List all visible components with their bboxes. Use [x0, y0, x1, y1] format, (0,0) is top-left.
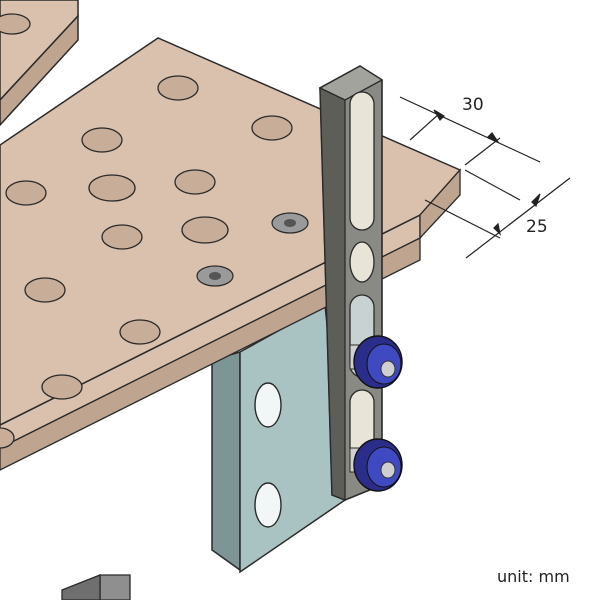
table-holes	[0, 75, 293, 449]
base-block	[61, 574, 131, 600]
hole-icon	[5, 180, 47, 206]
rail-slot	[349, 91, 375, 231]
upper-plate	[0, 0, 79, 127]
knob-lower	[349, 438, 403, 492]
hole-icon	[0, 427, 15, 449]
hole-icon	[0, 13, 31, 35]
hole-icon	[157, 75, 199, 101]
knob-upper	[349, 335, 403, 389]
hole-icon	[101, 224, 143, 250]
dimension-width	[399, 96, 541, 166]
hole-icon	[119, 319, 161, 345]
screw-head-icon	[209, 272, 221, 280]
hole-icon	[88, 174, 136, 202]
hole-icon	[41, 374, 83, 400]
unit-label: unit: mm	[497, 567, 570, 586]
hole-icon	[81, 127, 123, 153]
hole-icon	[251, 115, 293, 141]
hole-icon	[174, 169, 216, 195]
bracket-hole-icon	[254, 482, 282, 528]
table-screws	[196, 212, 309, 287]
angle-bracket	[211, 303, 346, 574]
rail-hole-icon	[349, 241, 375, 283]
hole-icon	[181, 216, 229, 244]
screw-head-icon	[284, 219, 296, 227]
bracket-hole-icon	[254, 382, 282, 428]
dimension-width-label: 30	[462, 95, 484, 115]
dimension-height	[424, 169, 571, 259]
hole-icon	[24, 277, 66, 303]
dimension-height-label: 25	[526, 217, 548, 237]
